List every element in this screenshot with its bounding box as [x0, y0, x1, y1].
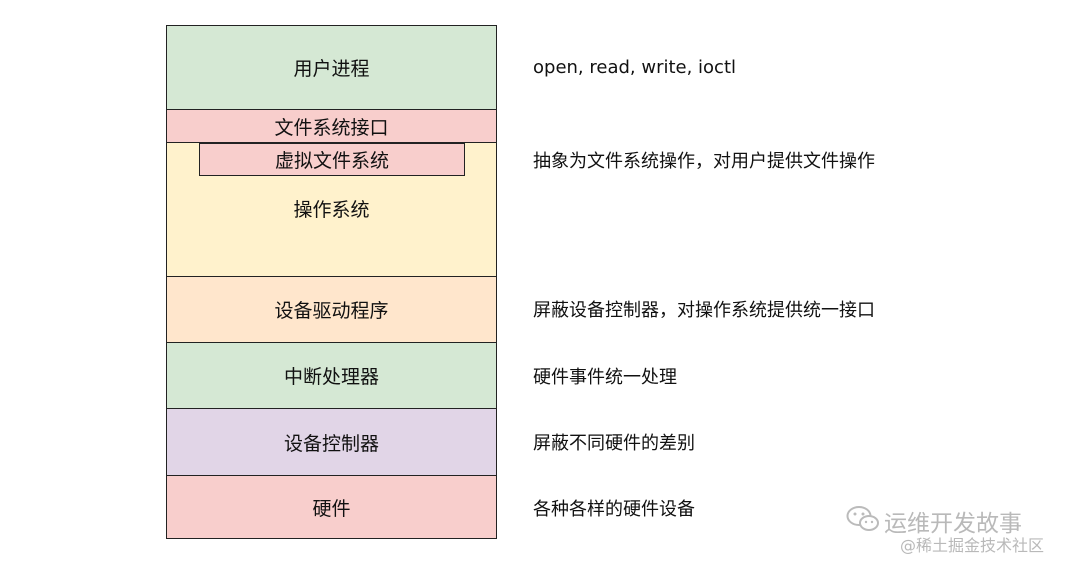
layer-device-controller-label: 设备控制器: [283, 432, 379, 455]
watermark-source: @稀土掘金技术社区: [900, 536, 1045, 555]
layer-device-driver-label: 设备驱动程序: [274, 300, 389, 322]
desc-device-driver: 屏蔽设备控制器，对操作系统提供统一接口: [533, 300, 875, 321]
desc-device-controller: 屏蔽不同硬件的差别: [533, 433, 695, 454]
layer-hardware: 硬件: [167, 475, 496, 538]
desc-hardware: 各种各样的硬件设备: [533, 499, 695, 520]
layer-fs-interface: 文件系统接口: [167, 109, 496, 142]
layer-os-label: 操作系统: [293, 199, 370, 221]
layer-hardware-label: 硬件: [312, 497, 351, 520]
desc-os: 抽象为文件系统操作，对用户提供文件操作: [533, 151, 875, 172]
wechat-icon: [846, 506, 879, 531]
layer-interrupt-handler-label: 中断处理器: [283, 366, 379, 388]
layer-interrupt-handler: 中断处理器: [167, 342, 496, 408]
layer-fs-interface-label: 文件系统接口: [274, 116, 389, 139]
layer-user-process: 用户进程: [167, 26, 496, 109]
io-layer-stack: 用户进程 文件系统接口 操作系统 虚拟文件系统 设备驱动程序 中断处理器 设备控…: [166, 25, 497, 539]
watermark-channel: 运维开发故事: [884, 511, 1022, 537]
layer-device-controller: 设备控制器: [167, 408, 496, 475]
layer-device-driver: 设备驱动程序: [167, 276, 496, 342]
desc-interrupt-handler: 硬件事件统一处理: [533, 367, 677, 388]
layer-vfs-label: 虚拟文件系统: [274, 150, 389, 172]
desc-user-process: open, read, write, ioctl: [533, 57, 737, 78]
layer-vfs: 虚拟文件系统: [199, 143, 465, 176]
layer-user-process-label: 用户进程: [293, 58, 370, 80]
